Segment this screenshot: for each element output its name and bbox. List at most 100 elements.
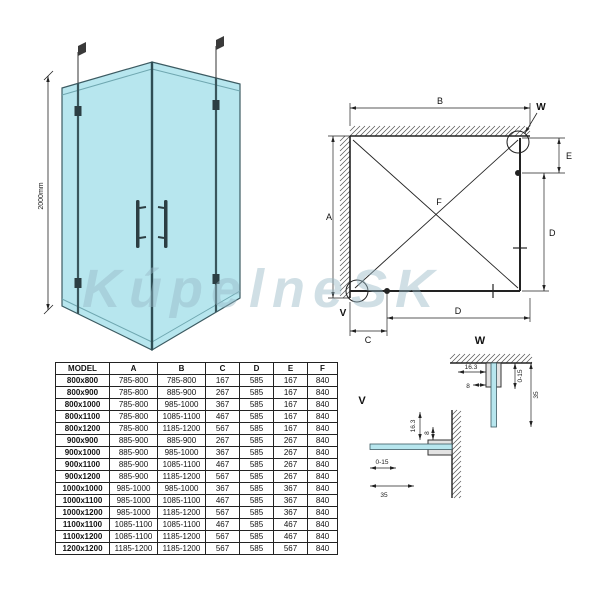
detail-v-hatch bbox=[451, 409, 462, 499]
handle-mount bbox=[157, 236, 165, 239]
value-cell: 467 bbox=[205, 410, 240, 423]
model-cell: 1000x1100 bbox=[55, 494, 110, 507]
detail-w-dimensions bbox=[458, 363, 533, 427]
value-cell: 367 bbox=[205, 446, 240, 459]
value-cell: 840 bbox=[307, 494, 338, 507]
value-cell: 167 bbox=[273, 410, 308, 423]
value-cell: 167 bbox=[273, 398, 308, 411]
model-cell: 1200x1200 bbox=[55, 542, 110, 555]
detail-w-wall bbox=[449, 353, 533, 364]
value-cell: 467 bbox=[273, 530, 308, 543]
dim-015-label: 0-15 bbox=[517, 369, 524, 382]
dim-8-label: 8 bbox=[466, 383, 470, 390]
detail-v-label: V bbox=[340, 308, 347, 319]
value-cell: 985-1000 bbox=[109, 482, 158, 495]
value-cell: 585 bbox=[239, 506, 274, 519]
value-cell: 467 bbox=[273, 518, 308, 531]
value-cell: 785-800 bbox=[109, 410, 158, 423]
model-cell: 1000x1000 bbox=[55, 482, 110, 495]
dim-f-label: F bbox=[436, 197, 442, 207]
model-cell: 900x1200 bbox=[55, 470, 110, 483]
door-diagonal-2 bbox=[354, 139, 519, 289]
value-cell: 585 bbox=[239, 458, 274, 471]
handle-mount bbox=[139, 236, 147, 239]
door-handles bbox=[136, 200, 168, 248]
value-cell: 985-1000 bbox=[157, 446, 206, 459]
perspective-drawing: 2000mm bbox=[38, 36, 241, 352]
value-cell: 840 bbox=[307, 458, 338, 471]
value-cell: 167 bbox=[273, 374, 308, 387]
value-cell: 585 bbox=[239, 374, 274, 387]
model-cell: 1000x1200 bbox=[55, 506, 110, 519]
dim-8-label: 8 bbox=[424, 431, 431, 435]
value-cell: 367 bbox=[205, 398, 240, 411]
value-cell: 585 bbox=[239, 446, 274, 459]
value-cell: 167 bbox=[273, 386, 308, 399]
value-cell: 840 bbox=[307, 398, 338, 411]
value-cell: 1185-1200 bbox=[157, 506, 206, 519]
value-cell: 785-800 bbox=[109, 374, 158, 387]
door-diagonal-f bbox=[352, 139, 519, 289]
value-cell: 785-800 bbox=[109, 422, 158, 435]
column-header-model: MODEL bbox=[55, 362, 110, 375]
value-cell: 467 bbox=[205, 494, 240, 507]
detail-v-dimensions bbox=[370, 412, 435, 488]
dim-c-label: C bbox=[365, 335, 372, 345]
value-cell: 585 bbox=[239, 386, 274, 399]
value-cell: 585 bbox=[239, 434, 274, 447]
detail-markers bbox=[345, 112, 538, 303]
glass-strip bbox=[369, 443, 453, 450]
wall-bracket-flag bbox=[216, 36, 224, 50]
value-cell: 567 bbox=[205, 422, 240, 435]
value-cell: 785-800 bbox=[109, 386, 158, 399]
plan-dimensions bbox=[328, 103, 565, 336]
value-cell: 567 bbox=[205, 470, 240, 483]
value-cell: 467 bbox=[205, 458, 240, 471]
value-cell: 1085-1100 bbox=[109, 530, 158, 543]
value-cell: 885-900 bbox=[109, 458, 158, 471]
dim-d-right-label: D bbox=[549, 228, 556, 238]
height-dimension bbox=[43, 70, 54, 315]
value-cell: 840 bbox=[307, 422, 338, 435]
value-cell: 1085-1100 bbox=[157, 518, 206, 531]
dim-a-label: A bbox=[326, 212, 332, 222]
value-cell: 1185-1200 bbox=[157, 422, 206, 435]
dimension-tick bbox=[43, 304, 54, 315]
detail-v: V 16.3 8 0-15 35 bbox=[358, 395, 462, 499]
value-cell: 267 bbox=[273, 434, 308, 447]
value-cell: 367 bbox=[273, 494, 308, 507]
value-cell: 1185-1200 bbox=[157, 542, 206, 555]
value-cell: 885-900 bbox=[109, 446, 158, 459]
right-door-handle bbox=[164, 200, 168, 248]
column-header-d: D bbox=[239, 362, 274, 375]
value-cell: 985-1000 bbox=[109, 494, 158, 507]
column-header-f: F bbox=[307, 362, 338, 375]
value-cell: 985-1000 bbox=[157, 482, 206, 495]
value-cell: 567 bbox=[205, 506, 240, 519]
value-cell: 1185-1200 bbox=[109, 542, 158, 555]
model-cell: 900x900 bbox=[55, 434, 110, 447]
value-cell: 840 bbox=[307, 518, 338, 531]
value-cell: 840 bbox=[307, 386, 338, 399]
value-cell: 567 bbox=[273, 542, 308, 555]
column-header-b: B bbox=[157, 362, 206, 375]
model-cell: 800x900 bbox=[55, 386, 110, 399]
dim-163-label: 16.3 bbox=[410, 419, 417, 432]
value-cell: 267 bbox=[205, 434, 240, 447]
detail-w-title: W bbox=[475, 335, 486, 347]
value-cell: 585 bbox=[239, 398, 274, 411]
value-cell: 467 bbox=[205, 518, 240, 531]
right-hinge-profile bbox=[212, 36, 224, 312]
left-wall-hatch bbox=[339, 135, 351, 299]
column-header-a: A bbox=[109, 362, 158, 375]
value-cell: 840 bbox=[307, 482, 338, 495]
hinge bbox=[74, 106, 82, 116]
column-header-c: C bbox=[205, 362, 240, 375]
wall-bracket-flag bbox=[78, 42, 86, 56]
